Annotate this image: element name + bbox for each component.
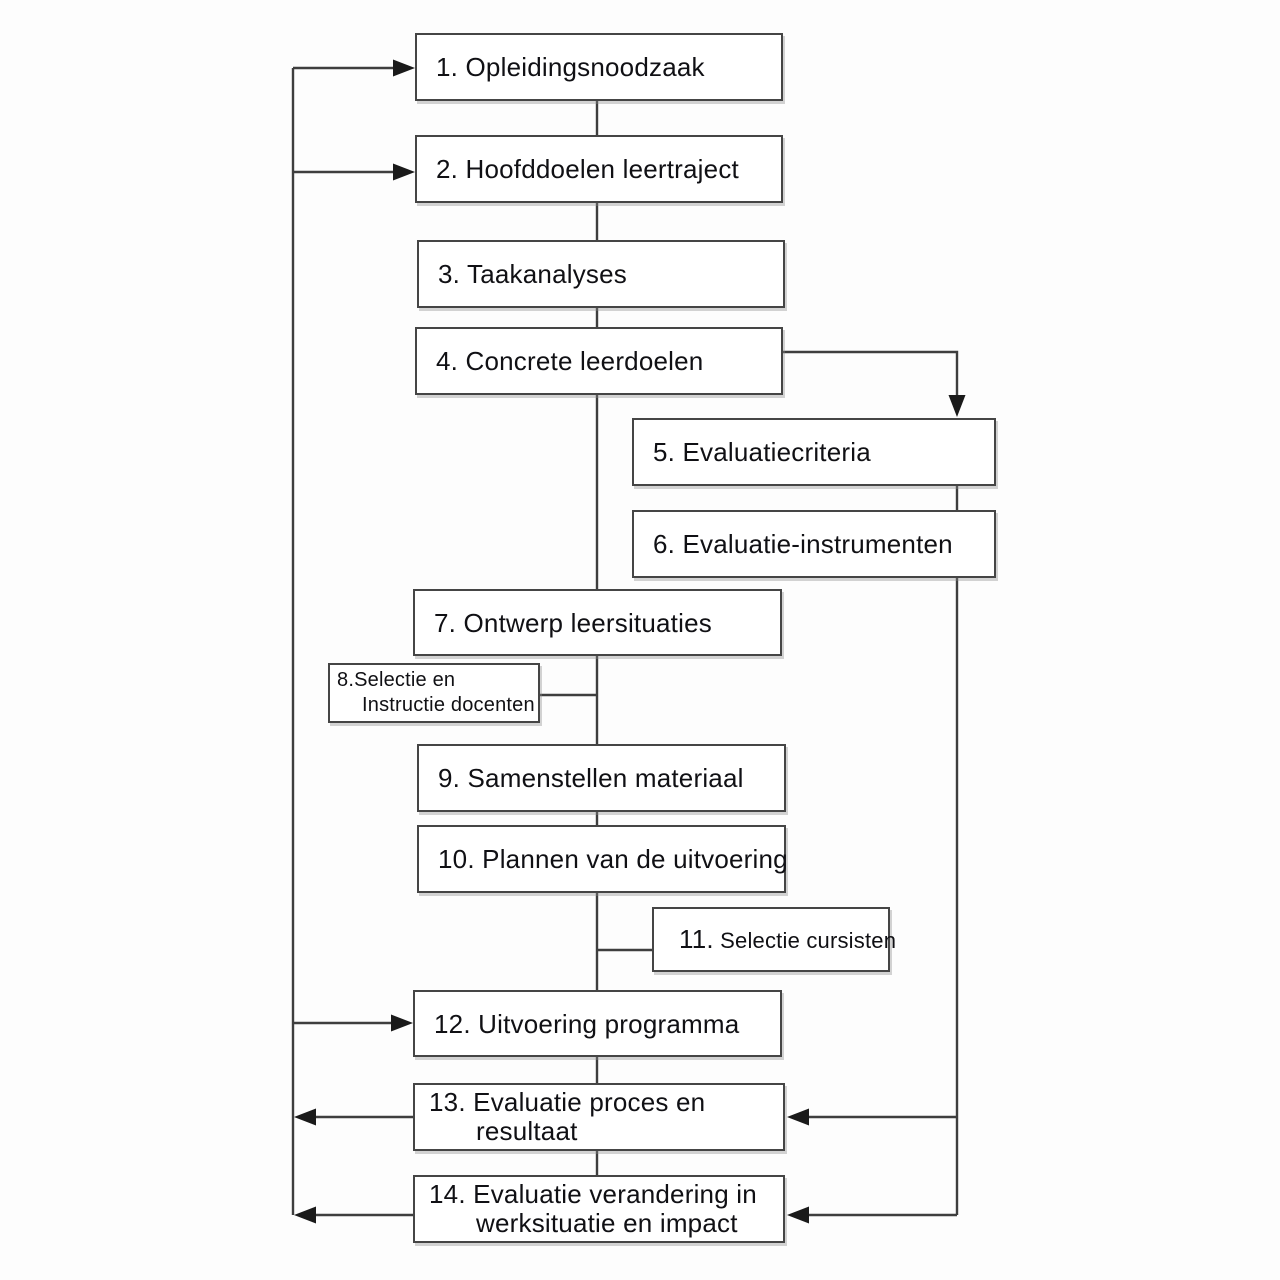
arrowhead-into-node12	[391, 1014, 413, 1032]
node-12-uitvoering-programma: 12. Uitvoering programma	[413, 990, 782, 1057]
node-label-line1: 14. Evaluatie verandering in	[429, 1179, 757, 1209]
arrowhead-into-node1	[393, 59, 415, 77]
arrowhead-into-node5	[948, 395, 966, 417]
node-7-ontwerp-leersituaties: 7. Ontwerp leersituaties	[413, 589, 782, 656]
node-label: 1. Opleidingsnoodzaak	[436, 52, 705, 82]
arrowhead-node13-feedback	[294, 1108, 316, 1126]
node-label: 3. Taakanalyses	[438, 259, 627, 289]
node-label-line2: werksituatie en impact	[476, 1208, 738, 1238]
node-number: 11.	[679, 923, 714, 954]
node-3-taakanalyses: 3. Taakanalyses	[417, 240, 785, 308]
node-4-concrete-leerdoelen: 4. Concrete leerdoelen	[415, 327, 783, 395]
node-10-plannen-uitvoering: 10. Plannen van de uitvoering	[417, 825, 788, 893]
node-11-selectie-cursisten: 11. Selectie cursisten	[652, 907, 896, 972]
node-label-line1: 8.Selectie en	[337, 669, 456, 691]
node-label: 7. Ontwerp leersituaties	[434, 607, 712, 638]
node-label: 6. Evaluatie-instrumenten	[653, 529, 953, 559]
node-label-line2: Instructie docenten	[362, 694, 535, 716]
node-label-line2: resultaat	[476, 1116, 578, 1146]
node-6-evaluatie-instrumenten: 6. Evaluatie-instrumenten	[632, 510, 996, 578]
node-label: 12. Uitvoering programma	[434, 1008, 740, 1039]
node-8-selectie-instructie-docenten: 8.Selectie en Instructie docenten	[328, 663, 540, 723]
node-label: 2. Hoofddoelen leertraject	[436, 154, 739, 184]
arrowhead-node14-feedback	[294, 1206, 316, 1224]
node-label: 11. Selectie cursisten	[679, 923, 896, 956]
arrowhead-into-node2	[393, 163, 415, 181]
node-label: 9. Samenstellen materiaal	[438, 763, 744, 793]
node-14-evaluatie-verandering-werksituatie: 14. Evaluatie verandering in werksituati…	[413, 1175, 785, 1243]
node-label: 4. Concrete leerdoelen	[436, 346, 704, 376]
node-1-opleidingsnoodzaak: 1. Opleidingsnoodzaak	[415, 33, 783, 101]
node4-to-node5-line	[783, 350, 959, 400]
node-13-evaluatie-proces-resultaat: 13. Evaluatie proces en resultaat	[413, 1083, 785, 1151]
arrowhead-into-node14	[787, 1206, 809, 1224]
node-2-hoofddoelen-leertraject: 2. Hoofddoelen leertraject	[415, 135, 783, 203]
node-label-line1: 13. Evaluatie proces en	[429, 1087, 706, 1117]
node-label-text: Selectie cursisten	[713, 927, 897, 953]
arrowhead-into-node13	[787, 1108, 809, 1126]
node-label: 5. Evaluatiecriteria	[653, 437, 871, 467]
node-9-samenstellen-materiaal: 9. Samenstellen materiaal	[417, 744, 786, 812]
node-5-evaluatiecriteria: 5. Evaluatiecriteria	[632, 418, 996, 486]
node-label: 10. Plannen van de uitvoering	[438, 844, 788, 874]
